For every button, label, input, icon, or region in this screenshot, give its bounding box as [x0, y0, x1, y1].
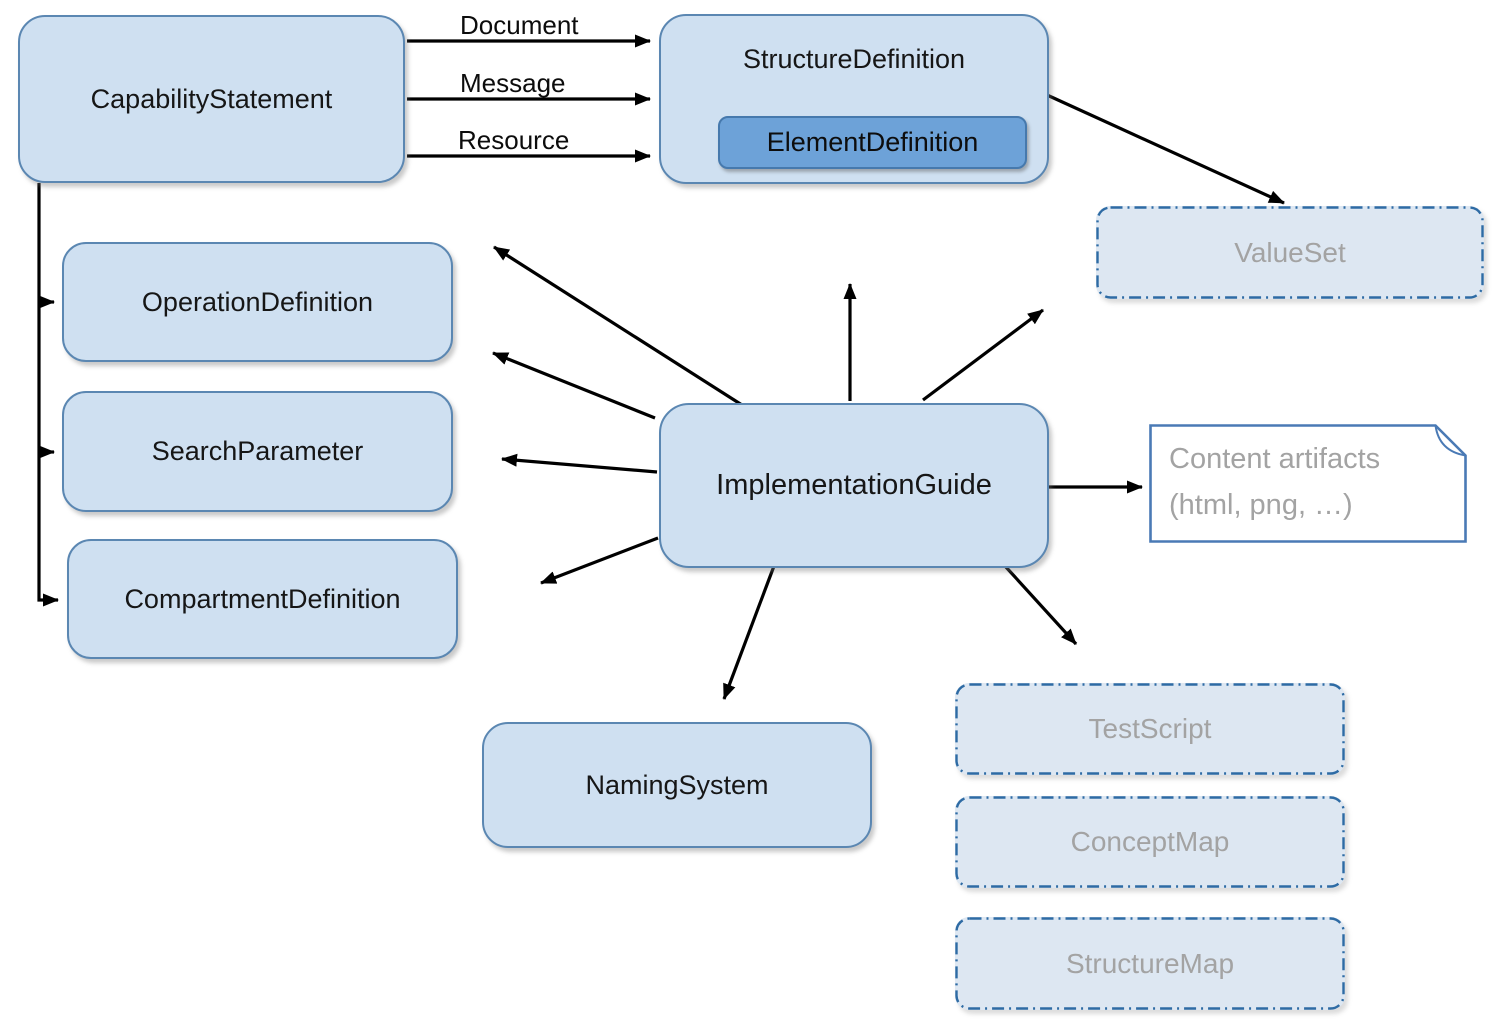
arrow-ig-left	[501, 453, 658, 474]
concept-map-border	[955, 796, 1345, 888]
arrow-ig-lower-left	[540, 536, 659, 585]
value-set-border	[1096, 206, 1484, 299]
structure-definition-box: StructureDefinition ElementDefinition	[659, 14, 1049, 184]
content-artifacts-box: Content artifacts (html, png, …)	[1149, 424, 1467, 543]
element-definition-label: ElementDefinition	[766, 127, 979, 158]
search-parameter-box: SearchParameter	[62, 391, 453, 512]
content-artifacts-line2: (html, png, …)	[1169, 489, 1353, 521]
structure-map-label: StructureMap	[1065, 947, 1235, 979]
naming-system-label: NamingSystem	[585, 769, 769, 800]
structure-definition-label: StructureDefinition	[742, 44, 966, 74]
test-script-label: TestScript	[1088, 713, 1212, 744]
arrow-ig-upper-right	[922, 308, 1044, 402]
arrow-ig-upper-left	[492, 351, 656, 420]
resource-arrow-label: Resource	[458, 125, 570, 155]
element-definition-box: ElementDefinition	[718, 116, 1027, 169]
arrow-ig-upper-left-long	[493, 245, 743, 407]
compartment-definition-box: CompartmentDefinition	[67, 539, 458, 659]
value-set-box: ValueSet	[1096, 206, 1484, 299]
test-script-box: TestScript	[955, 683, 1345, 775]
capability-statement-label: CapabilityStatement	[90, 83, 333, 114]
arrow-ig-namingsystem	[722, 565, 776, 700]
test-script-border	[955, 683, 1345, 775]
content-artifacts-shape	[1149, 424, 1467, 543]
value-set-label: ValueSet	[1234, 236, 1346, 268]
implementation-guide-box: ImplementationGuide	[659, 403, 1049, 568]
capability-statement-box: CapabilityStatement	[18, 15, 405, 183]
content-artifacts-label: Content artifacts (html, png, …)	[1169, 436, 1380, 528]
connector-capability-compartmentdefinition	[37, 183, 59, 607]
message-arrow-label: Message	[460, 68, 566, 98]
structure-map-box: StructureMap	[955, 917, 1345, 1010]
concept-map-label: ConceptMap	[1070, 826, 1230, 857]
arrow-structuredefinition-valueset	[1046, 93, 1285, 205]
naming-system-box: NamingSystem	[482, 722, 872, 848]
implementation-guide-label: ImplementationGuide	[716, 469, 992, 502]
concept-map-box: ConceptMap	[955, 796, 1345, 888]
operation-definition-label: OperationDefinition	[141, 286, 374, 317]
document-arrow-label: Document	[460, 10, 579, 40]
structure-map-border	[955, 917, 1345, 1010]
arrow-ig-lower-right	[1003, 564, 1078, 646]
compartment-definition-label: CompartmentDefinition	[124, 583, 401, 614]
search-parameter-label: SearchParameter	[151, 436, 364, 467]
content-artifacts-line1: Content artifacts	[1169, 443, 1381, 475]
operation-definition-box: OperationDefinition	[62, 242, 453, 362]
